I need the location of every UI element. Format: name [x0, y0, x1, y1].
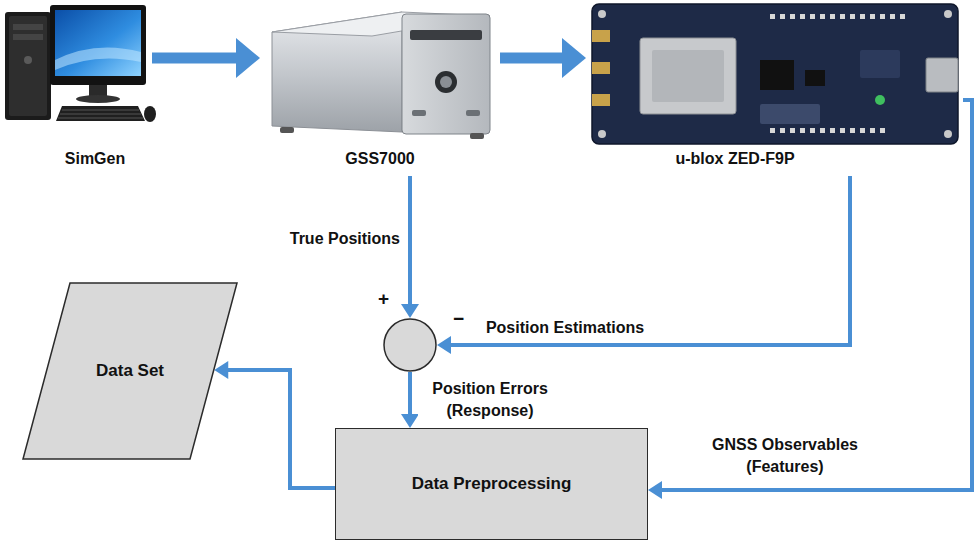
arrow-head	[648, 481, 662, 499]
shape-fill	[23, 283, 237, 459]
device-label: u-blox ZED-F9P	[675, 150, 794, 168]
device-label: SimGen	[65, 150, 125, 168]
edge-label: True Positions	[288, 228, 402, 250]
shape-fill	[384, 319, 436, 371]
process-box: Data Preprocessing	[335, 428, 648, 540]
arrow-head	[236, 38, 260, 78]
connector-line	[152, 53, 243, 64]
edge-label: GNSS Observables (Features)	[694, 434, 876, 477]
signal-arrow	[214, 361, 335, 488]
signal-arrow	[401, 176, 419, 318]
connector-line	[224, 370, 335, 488]
summing-junction: +−	[383, 318, 437, 372]
receiver-board-picture	[592, 4, 958, 144]
sign-label: +	[378, 288, 389, 310]
arrow-head	[401, 414, 419, 428]
computer-picture	[5, 5, 156, 122]
block-arrow	[500, 38, 586, 78]
edge-label: Position Errors (Response)	[418, 378, 562, 421]
connector-line	[658, 100, 972, 490]
sign-label: −	[453, 308, 464, 330]
connector-line	[447, 176, 850, 345]
data-set-parallelogram: Data Set	[22, 282, 238, 460]
computer-node: SimGen	[0, 0, 150, 172]
signal-arrow	[401, 372, 419, 428]
arrow-head	[562, 38, 586, 78]
edge-label: Position Estimations	[484, 317, 646, 339]
connector-line	[408, 372, 412, 418]
circle-outline	[383, 318, 437, 372]
signal-arrow	[437, 176, 850, 354]
node-label: Data Set	[96, 361, 164, 381]
simulator-picture	[272, 12, 490, 139]
receiver-node: u-blox ZED-F9P	[588, 0, 963, 172]
arrow-head	[214, 361, 228, 379]
block-arrow	[152, 38, 260, 78]
connector-line	[500, 53, 569, 64]
arrow-head	[401, 304, 419, 318]
simulator-node: GSS7000	[262, 0, 498, 172]
arrow-head	[437, 336, 451, 354]
device-label: GSS7000	[345, 150, 414, 168]
node-label: Data Preprocessing	[412, 474, 572, 494]
connector-line	[408, 176, 412, 308]
signal-arrow	[648, 100, 972, 499]
